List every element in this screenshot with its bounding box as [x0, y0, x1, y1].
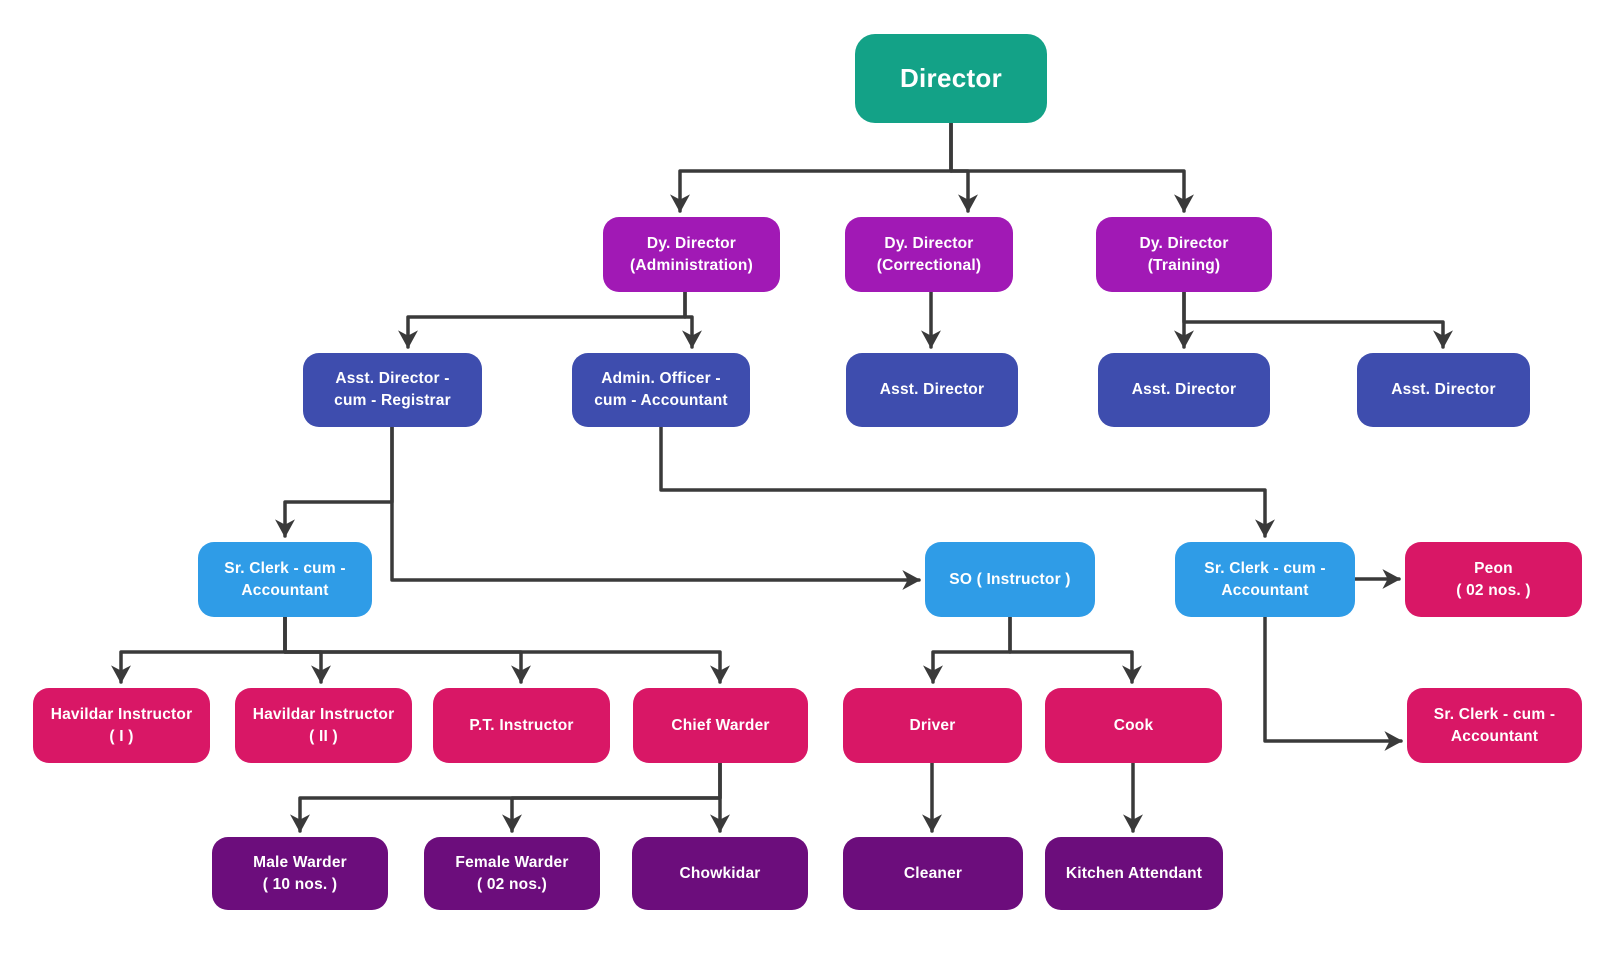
org-node-so-instructor: SO ( Instructor ): [925, 542, 1095, 617]
org-node-label: Dy. Director (Correctional): [876, 234, 982, 274]
org-node-label: SO ( Instructor ): [949, 570, 1071, 588]
org-node-asst-director-2: Asst. Director: [1098, 353, 1270, 427]
org-node-label: Sr. Clerk - cum - Accountant: [1204, 559, 1326, 599]
org-edge-dy-director-training--asst-director-3: [1182, 290, 1453, 349]
org-node-label: Sr. Clerk - cum - Accountant: [1433, 705, 1556, 745]
org-node-peon: Peon ( 02 nos. ): [1405, 542, 1582, 617]
org-edge-asst-director-cum-registrar--so-instructor: [390, 425, 921, 590]
org-edge-director--dy-director-correctional: [949, 121, 978, 213]
org-node-label: Havildar Instructor ( I ): [50, 705, 193, 745]
org-node-label: P.T. Instructor: [469, 716, 574, 734]
org-node-dy-director-administration: Dy. Director (Administration): [603, 217, 780, 292]
org-edge-dy-director-administration--asst-director-cum-registrar: [398, 290, 687, 349]
org-node-pt-instructor: P.T. Instructor: [433, 688, 610, 763]
org-edge-sr-clerk-cum-accountant-right--sr-clerk-cum-accountant-pink: [1263, 615, 1403, 751]
org-node-cook: Cook: [1045, 688, 1222, 763]
org-edge-sr-clerk-cum-accountant-left--chief-warder: [283, 615, 730, 684]
org-edge-sr-clerk-cum-accountant-left--havildar-instructor-1: [111, 615, 287, 684]
org-node-label: Asst. Director: [1131, 381, 1237, 398]
org-node-asst-director-3: Asst. Director: [1357, 353, 1530, 427]
org-node-label: Cleaner: [903, 864, 963, 882]
org-node-label: Admin. Officer - cum - Accountant: [594, 370, 728, 409]
org-node-label: Dy. Director (Training): [1139, 234, 1229, 274]
org-node-label: Director: [899, 63, 1003, 94]
org-node-label: Havildar Instructor ( II ): [252, 705, 395, 745]
org-node-havildar-instructor-1: Havildar Instructor ( I ): [33, 688, 210, 763]
org-edge-sr-clerk-cum-accountant-left--havildar-instructor-2: [283, 615, 331, 684]
org-node-label: Chowkidar: [679, 864, 761, 882]
org-node-havildar-instructor-2: Havildar Instructor ( II ): [235, 688, 412, 763]
org-node-cleaner: Cleaner: [843, 837, 1023, 910]
org-edge-dy-director-administration--admin-officer-cum-accountant: [682, 290, 702, 349]
org-node-label: Dy. Director (Administration): [630, 234, 753, 274]
org-node-label: Asst. Director - cum - Registrar: [334, 370, 451, 409]
org-node-sr-clerk-cum-accountant-right: Sr. Clerk - cum - Accountant: [1175, 542, 1355, 617]
org-edge-admin-officer-cum-accountant--sr-clerk-cum-accountant-right: [659, 425, 1275, 538]
org-node-label: Driver: [909, 716, 956, 734]
org-node-sr-clerk-cum-accountant-pink: Sr. Clerk - cum - Accountant: [1407, 688, 1582, 763]
org-node-dy-director-training: Dy. Director (Training): [1096, 217, 1272, 292]
org-edge-director--dy-director-administration: [670, 121, 953, 213]
org-edge-director--dy-director-training: [949, 121, 1194, 213]
org-node-asst-director-cum-registrar: Asst. Director - cum - Registrar: [303, 353, 482, 427]
org-edge-chief-warder--female-warder: [502, 761, 722, 833]
org-node-label: Chief Warder: [671, 716, 770, 734]
org-node-sr-clerk-cum-accountant-left: Sr. Clerk - cum - Accountant: [198, 542, 372, 617]
org-edge-asst-director-cum-registrar--sr-clerk-cum-accountant-left: [275, 425, 394, 538]
org-edge-so-instructor--cook: [1008, 615, 1142, 684]
org-node-chief-warder: Chief Warder: [633, 688, 808, 763]
org-node-admin-officer-cum-accountant: Admin. Officer - cum - Accountant: [572, 353, 750, 427]
org-edge-so-instructor--driver: [923, 615, 1012, 684]
org-node-label: Asst. Director: [879, 381, 985, 398]
org-node-label: Male Warder ( 10 nos. ): [253, 853, 347, 893]
org-node-asst-director-1: Asst. Director: [846, 353, 1018, 427]
org-node-male-warder: Male Warder ( 10 nos. ): [212, 837, 388, 910]
org-node-label: Peon ( 02 nos. ): [1456, 559, 1531, 599]
org-node-driver: Driver: [843, 688, 1022, 763]
org-node-label: Cook: [1113, 716, 1154, 734]
org-node-director: Director: [855, 34, 1047, 123]
org-node-label: Female Warder ( 02 nos.): [455, 853, 569, 893]
org-edges: [111, 121, 1453, 833]
org-node-label: Asst. Director: [1391, 381, 1496, 398]
org-node-dy-director-correctional: Dy. Director (Correctional): [845, 217, 1013, 292]
org-node-female-warder: Female Warder ( 02 nos.): [424, 837, 600, 910]
org-node-kitchen-attendant: Kitchen Attendant: [1045, 837, 1223, 910]
org-node-label: Sr. Clerk - cum - Accountant: [224, 559, 346, 599]
org-node-label: Kitchen Attendant: [1065, 864, 1203, 882]
org-node-chowkidar: Chowkidar: [632, 837, 808, 910]
